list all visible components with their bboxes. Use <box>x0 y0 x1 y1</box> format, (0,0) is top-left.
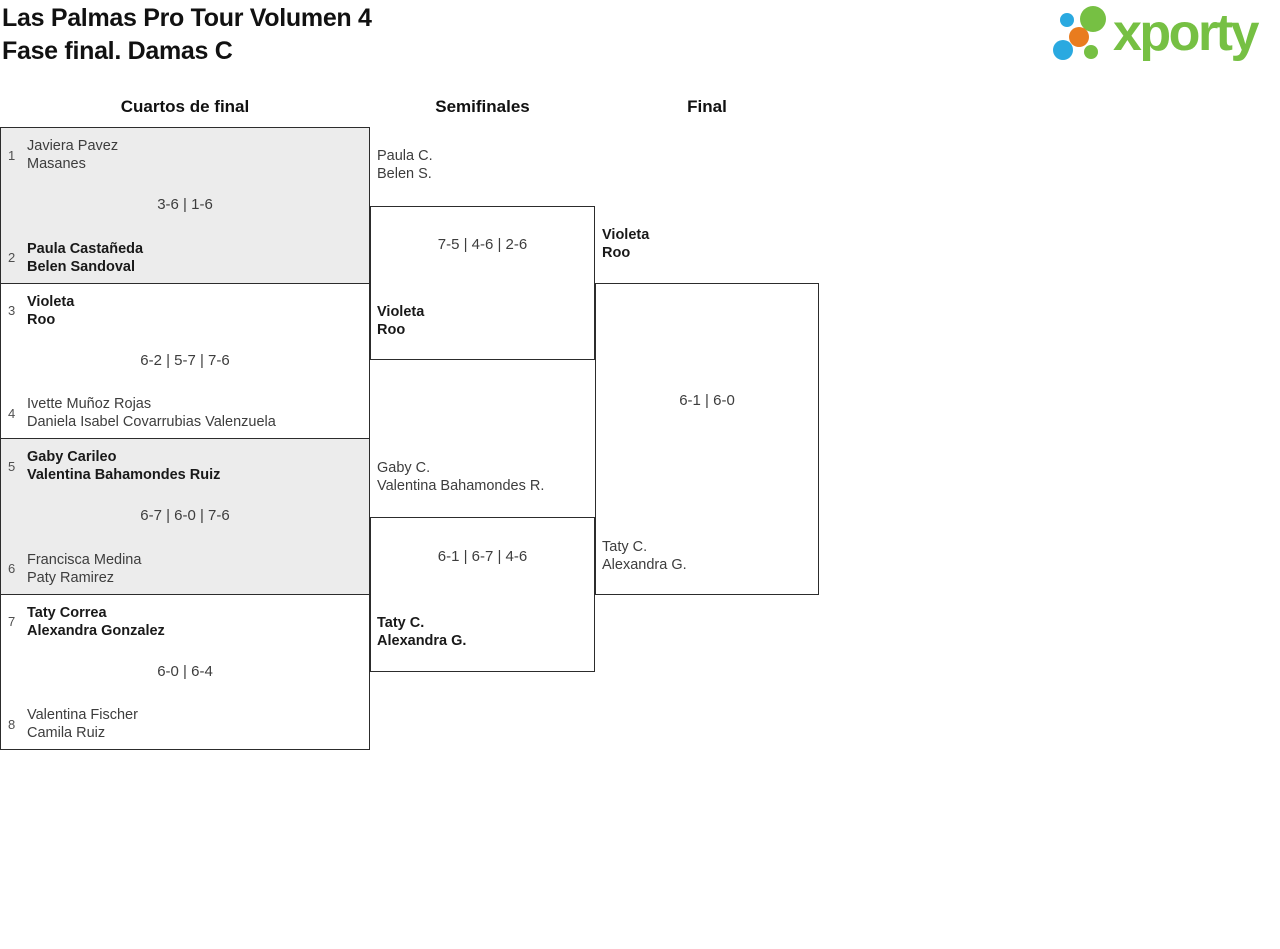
team-name-line: Francisca Medina <box>27 551 142 568</box>
qf2-team-bottom: Ivette Muñoz Rojas Daniela Isabel Covarr… <box>27 395 276 431</box>
team-name-line: Paula Castañeda <box>27 240 144 257</box>
round-header-cuartos-de-final: Cuartos de final <box>120 97 250 116</box>
quarterfinals-column: 1 Javiera Pavez Masanes 3-6 | 1-6 2 Paul… <box>0 127 370 750</box>
match-sf-2-box <box>370 517 595 672</box>
sf2-team-bottom: Taty C. Alexandra G. <box>377 614 466 650</box>
seed-number: 6 <box>8 561 16 576</box>
seed-number: 8 <box>8 716 16 732</box>
team-name-line: Valentina Bahamondes Ruiz <box>27 467 221 483</box>
qf2-score: 6-2 | 5-7 | 7-6 <box>140 351 230 369</box>
round-header-final: Final <box>687 97 727 116</box>
seed-number: 4 <box>8 405 16 421</box>
team-name-line: Taty C. <box>602 539 648 555</box>
team-name-line: Masanes <box>27 156 86 172</box>
team-name-line: Ivette Muñoz Rojas <box>27 396 152 412</box>
xporty-logo-text: xporty <box>1113 4 1259 62</box>
team-name-line: Violeta <box>377 304 425 320</box>
team-name-line: Valentina Fischer <box>27 707 138 723</box>
match-qf-3: 5 Gaby Carileo Valentina Bahamondes Ruiz… <box>1 438 369 594</box>
seed-number: 3 <box>8 303 16 318</box>
team-name-line: Alexandra G. <box>602 557 687 573</box>
team-name-line: Camila Ruiz <box>27 725 106 741</box>
qf2-team-top: Violeta Roo <box>27 293 74 329</box>
team-name-line: Violeta <box>27 293 75 310</box>
xporty-dots-icon <box>1053 6 1106 60</box>
title-line-2: Fase final. Damas C <box>2 37 233 65</box>
round-header-semifinales: Semifinales <box>435 97 530 116</box>
qf4-team-bottom: Valentina Fischer Camila Ruiz <box>27 706 138 742</box>
team-name-line: Valentina Bahamondes R. <box>377 478 545 494</box>
qf4-score: 6-0 | 6-4 <box>157 662 213 680</box>
final-score: 6-1 | 6-0 <box>679 392 735 409</box>
team-name-line: Roo <box>602 245 631 261</box>
match-sf-1-box <box>370 206 595 360</box>
seed-number: 1 <box>8 147 16 163</box>
qf1-team-bottom: Paula Castañeda Belen Sandoval <box>27 240 143 276</box>
final-team-top: Violeta Roo <box>602 226 649 262</box>
team-name-line: Roo <box>377 322 406 338</box>
team-name-line: Daniela Isabel Covarrubias Valenzuela <box>27 414 276 430</box>
final-team-bottom: Taty C. Alexandra G. <box>602 538 687 574</box>
qf3-score: 6-7 | 6-0 | 7-6 <box>140 507 230 525</box>
qf3-team-top: Gaby Carileo Valentina Bahamondes Ruiz <box>27 448 220 484</box>
team-name-line: Belen Sandoval <box>27 258 135 275</box>
match-qf-1: 1 Javiera Pavez Masanes 3-6 | 1-6 2 Paul… <box>1 128 369 283</box>
sf1-score: 7-5 | 4-6 | 2-6 <box>437 236 528 253</box>
team-name-line: Roo <box>27 311 56 328</box>
sf1-team-top: Paula C. Belen S. <box>377 147 433 183</box>
team-name-line: Gaby Carileo <box>27 449 117 465</box>
xporty-logo[interactable]: xporty <box>1048 4 1259 64</box>
team-name-line: Taty Correa <box>27 604 107 621</box>
sf2-team-top: Gaby C. Valentina Bahamondes R. <box>377 459 544 495</box>
team-name-line: Belen S. <box>377 166 432 182</box>
team-name-line: Alexandra Gonzalez <box>27 622 165 639</box>
match-qf-2: 3 Violeta Roo 6-2 | 5-7 | 7-6 4 Ivette M… <box>1 282 369 439</box>
qf1-team-top: Javiera Pavez Masanes <box>27 137 118 173</box>
match-qf-4: 7 Taty Correa Alexandra Gonzalez 6-0 | 6… <box>1 593 369 750</box>
team-name-line: Alexandra G. <box>377 633 467 649</box>
sf2-score: 6-1 | 6-7 | 4-6 <box>437 548 528 565</box>
seed-number: 7 <box>8 614 16 629</box>
team-name-line: Gaby C. <box>377 460 431 476</box>
sf1-team-bottom: Violeta Roo <box>377 303 424 339</box>
seed-number: 5 <box>8 458 16 474</box>
qf3-team-bottom: Francisca Medina Paty Ramirez <box>27 551 141 587</box>
team-name-line: Paty Ramirez <box>27 569 115 586</box>
team-name-line: Taty C. <box>377 615 425 631</box>
team-name-line: Paula C. <box>377 148 433 164</box>
team-name-line: Javiera Pavez <box>27 138 119 154</box>
team-name-line: Violeta <box>602 227 650 243</box>
seed-number: 2 <box>8 250 16 265</box>
title-line-1: Las Palmas Pro Tour Volumen 4 <box>2 4 372 32</box>
match-final-box <box>595 283 819 595</box>
qf4-team-top: Taty Correa Alexandra Gonzalez <box>27 604 165 640</box>
qf1-score: 3-6 | 1-6 <box>157 196 213 214</box>
page-title: Las Palmas Pro Tour Volumen 4 Fase final… <box>2 2 372 68</box>
